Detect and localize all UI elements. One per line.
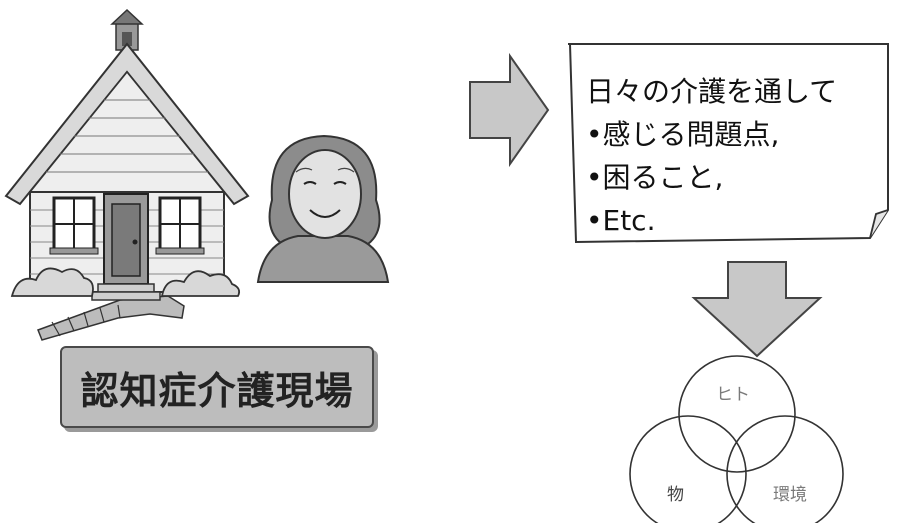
elderly-woman-illustration — [256, 134, 390, 283]
note-line-4: •Etc. — [586, 204, 656, 237]
note-box — [568, 43, 889, 244]
down-arrow — [691, 261, 823, 358]
right-arrow — [469, 52, 550, 168]
venn-circle-environment — [726, 415, 844, 523]
note-line-3: •困ること, — [586, 161, 724, 194]
venn-label-environment: 環境 — [773, 485, 807, 505]
note-line-1: 日々の介護を通して — [586, 75, 838, 108]
house-illustration — [4, 8, 250, 341]
note-line-2: •感じる問題点, — [586, 118, 780, 151]
venn-label-people: ヒト — [716, 385, 750, 405]
caption-label: 認知症介護現場 — [80, 368, 354, 413]
caption-box: 認知症介護現場 — [60, 346, 374, 428]
venn-circle-things — [629, 415, 747, 523]
venn-circle-people — [678, 355, 796, 473]
venn-label-things: 物 — [667, 485, 684, 505]
venn-diagram — [629, 355, 844, 523]
note-text: 日々の介護を通して •感じる問題点, •困ること, •Etc. — [586, 70, 896, 242]
